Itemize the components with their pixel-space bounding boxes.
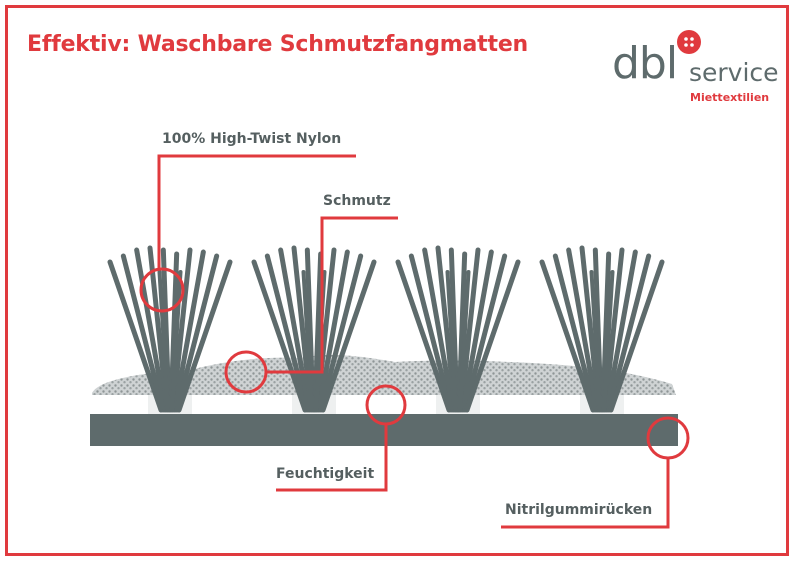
- nylon-fiber: [460, 249, 494, 413]
- label-nylon: 100% High-Twist Nylon: [162, 131, 342, 147]
- nylon-fiber: [301, 270, 314, 412]
- nylon-fiber: [170, 247, 193, 413]
- leader-line-backing: [501, 458, 670, 529]
- nitrile-backing: [90, 414, 678, 446]
- leader-line-moisture: [276, 424, 388, 492]
- nylon-fiber: [134, 247, 168, 413]
- logo-service: service: [689, 58, 779, 87]
- nylon-fiber: [120, 253, 166, 413]
- logo-dbl: dbl: [612, 38, 678, 89]
- button-dot-icon: [677, 30, 701, 54]
- nylon-fiber: [314, 247, 337, 413]
- nylon-fiber: [606, 253, 652, 413]
- nylon-fiber: [170, 270, 183, 412]
- dirt-layer: [92, 355, 676, 395]
- nylon-fiber: [251, 259, 308, 413]
- label-backing: Nitrilgummirücken: [505, 502, 653, 518]
- page-frame: [5, 5, 789, 556]
- page-title: Effektiv: Waschbare Schmutzfangmatten: [27, 32, 528, 57]
- nylon-fiber: [264, 253, 310, 413]
- nylon-fiber: [316, 249, 350, 413]
- nylon-fiber: [174, 253, 220, 413]
- callouts: [139, 154, 690, 529]
- nylon-fiber: [566, 247, 600, 413]
- nylon-fiber: [445, 270, 458, 412]
- nylon-fiber: [147, 245, 170, 413]
- leader-line-dirt: [266, 216, 398, 374]
- nylon-fiber: [458, 270, 471, 412]
- nylon-fiber: [318, 253, 364, 413]
- nylon-fiber: [464, 259, 521, 413]
- logo-subtitle: Miettextilien: [690, 91, 770, 104]
- nylon-fiber: [435, 245, 458, 413]
- nylon-fiber: [602, 270, 615, 412]
- label-moisture: Feuchtigkeit: [276, 466, 375, 482]
- nylon-fibers: [107, 245, 665, 413]
- nylon-fiber: [157, 270, 170, 412]
- nylon-fiber: [395, 259, 452, 413]
- nylon-fiber: [608, 259, 665, 413]
- nylon-fiber: [539, 259, 596, 413]
- nylon-fiber: [107, 259, 164, 413]
- nylon-fiber: [408, 253, 454, 413]
- nylon-fiber: [422, 247, 456, 413]
- nylon-fiber: [172, 249, 206, 413]
- label-dirt: Schmutz: [323, 193, 391, 209]
- nylon-fiber: [552, 253, 598, 413]
- nylon-fiber: [602, 247, 625, 413]
- nylon-fiber: [458, 247, 481, 413]
- nylon-fiber: [579, 245, 602, 413]
- nylon-fiber: [604, 249, 638, 413]
- callout-circle-nylon: [139, 267, 185, 313]
- nylon-fiber: [320, 259, 377, 413]
- nylon-fiber: [176, 259, 233, 413]
- nylon-fiber: [291, 245, 314, 413]
- leader-line-nylon: [157, 154, 356, 270]
- nylon-fiber: [462, 253, 508, 413]
- nylon-fiber: [589, 270, 602, 412]
- tuft-base-fades: [148, 395, 624, 414]
- nylon-fiber: [278, 247, 312, 413]
